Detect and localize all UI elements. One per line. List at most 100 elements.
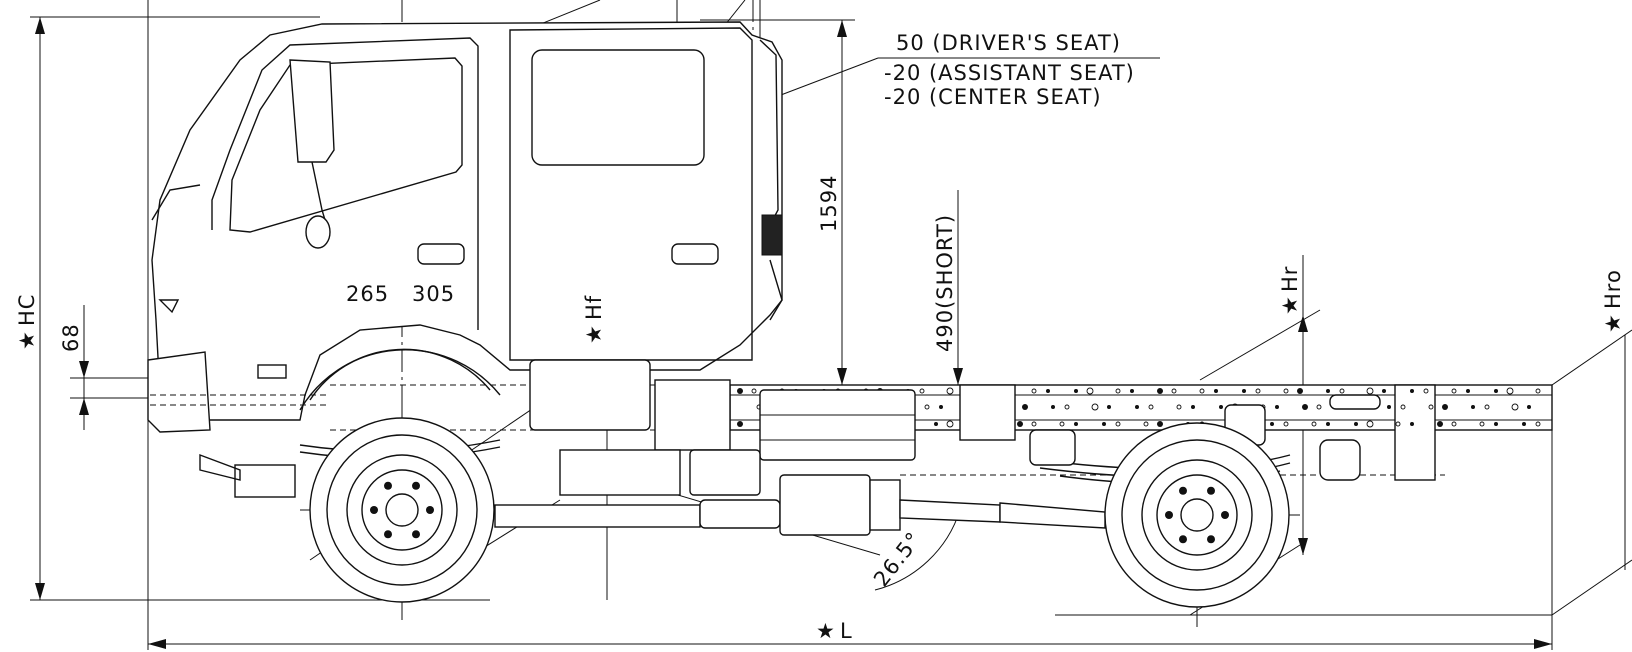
frame-hole [1242, 389, 1246, 393]
truck-cab [147, 21, 783, 498]
frame-hole [1423, 388, 1429, 394]
frame-hole [1366, 420, 1374, 428]
frame-hole [1130, 389, 1134, 393]
frame-hole [1466, 389, 1470, 393]
frame-hole [1046, 389, 1050, 393]
frame-hole [1051, 405, 1055, 409]
frame-hole [1148, 404, 1154, 410]
frame-hole [1191, 405, 1195, 409]
frame-hole [1107, 405, 1111, 409]
frame-hole [1135, 405, 1139, 409]
frame-hole [1316, 404, 1322, 410]
frame-hole [1535, 388, 1541, 394]
dim-265: 265 [346, 282, 389, 306]
label-star-l: ★ [816, 619, 836, 643]
frame-hole [1064, 404, 1070, 410]
frame-hole [1442, 404, 1448, 410]
frame-hole [1102, 422, 1106, 426]
frame-hole [1275, 405, 1279, 409]
wheel-stud [1207, 486, 1215, 495]
frame-hole [1255, 388, 1261, 394]
frame-hole [1143, 421, 1149, 427]
frame-hole [946, 387, 954, 395]
frame-hole [1283, 421, 1289, 427]
front-wheel-studs [370, 481, 434, 539]
wheel-stud [1221, 511, 1229, 519]
frame-hole [1031, 388, 1037, 394]
seat-note-assistant: -20 (ASSISTANT SEAT) [884, 61, 1135, 85]
label-l: L [840, 619, 853, 643]
rear-wheel-studs [1165, 486, 1229, 544]
frame-hole [1059, 421, 1065, 427]
frame-hole [1410, 422, 1414, 426]
label-star-hr: ★ [1278, 295, 1302, 315]
frame-hole [1326, 389, 1330, 393]
label-star-hc: ★ [15, 330, 39, 350]
frame-hole [1283, 388, 1289, 394]
frame-hole [1157, 421, 1163, 427]
frame-hole [737, 421, 743, 427]
frame-hole [1176, 404, 1182, 410]
frame-hole [1022, 404, 1028, 410]
frame-hole [1535, 421, 1541, 427]
wheel-stud [1179, 535, 1187, 544]
frame-hole [1479, 421, 1485, 427]
frame-hole [1382, 389, 1386, 393]
frame-hole [1522, 422, 1526, 426]
frame-hole [737, 388, 743, 394]
frame-hole [1354, 422, 1358, 426]
frame-hole [1366, 387, 1374, 395]
frame-hole [1494, 422, 1498, 426]
label-star-hro: ★ [1601, 313, 1625, 333]
frame-hole [1494, 389, 1498, 393]
label-hc: HC [15, 294, 39, 326]
frame-hole [1527, 405, 1531, 409]
label-star-hf: ★ [582, 324, 606, 344]
frame-hole [1214, 389, 1218, 393]
frame-hole [1387, 405, 1391, 409]
frame-hole [1437, 421, 1443, 427]
label-hr: Hr [1278, 266, 1302, 292]
frame-hole [1115, 421, 1121, 427]
frame-hole [1031, 421, 1037, 427]
frame-hole [1074, 389, 1078, 393]
frame-hole [1339, 388, 1345, 394]
seat-note-center: -20 (CENTER SEAT) [884, 85, 1102, 109]
frame-hole [1157, 388, 1163, 394]
dim-490-short: 490(SHORT) [933, 214, 957, 352]
wheel-stud [370, 506, 378, 514]
wheel-stud [1179, 486, 1187, 495]
frame-hole [1171, 388, 1177, 394]
wheel-stud [412, 530, 420, 539]
wheel-stud [1165, 511, 1173, 519]
frame-hole [1199, 388, 1205, 394]
frame-hole [919, 388, 925, 394]
chassis-frame [299, 359, 1553, 536]
frame-hole [1086, 387, 1094, 395]
frame-hole [1451, 388, 1457, 394]
frame-hole [1506, 387, 1514, 395]
frame-hole [924, 404, 930, 410]
dim-1594: 1594 [817, 175, 841, 232]
frame-hole [1484, 404, 1490, 410]
frame-hole [1302, 404, 1308, 410]
frame-hole [1410, 389, 1414, 393]
frame-hole [1511, 403, 1519, 411]
frame-hole [1451, 421, 1457, 427]
frame-hole [751, 388, 757, 394]
front-wheel [299, 348, 501, 603]
label-hro: Hro [1601, 269, 1625, 309]
frame-hole [1471, 405, 1475, 409]
frame-hole [1297, 388, 1303, 394]
frame-hole [1326, 422, 1330, 426]
frame-hole [1400, 404, 1406, 410]
wheel-stud [384, 481, 392, 490]
frame-hole [1311, 421, 1317, 427]
dim-68: 68 [59, 323, 83, 352]
seat-adjust-note: 50 (DRIVER'S SEAT) -20 (ASSISTANT SEAT) … [884, 31, 1135, 109]
frame-hole [946, 420, 954, 428]
wheel-stud [426, 506, 434, 514]
frame-hole [1219, 405, 1223, 409]
frame-hole [1017, 421, 1023, 427]
